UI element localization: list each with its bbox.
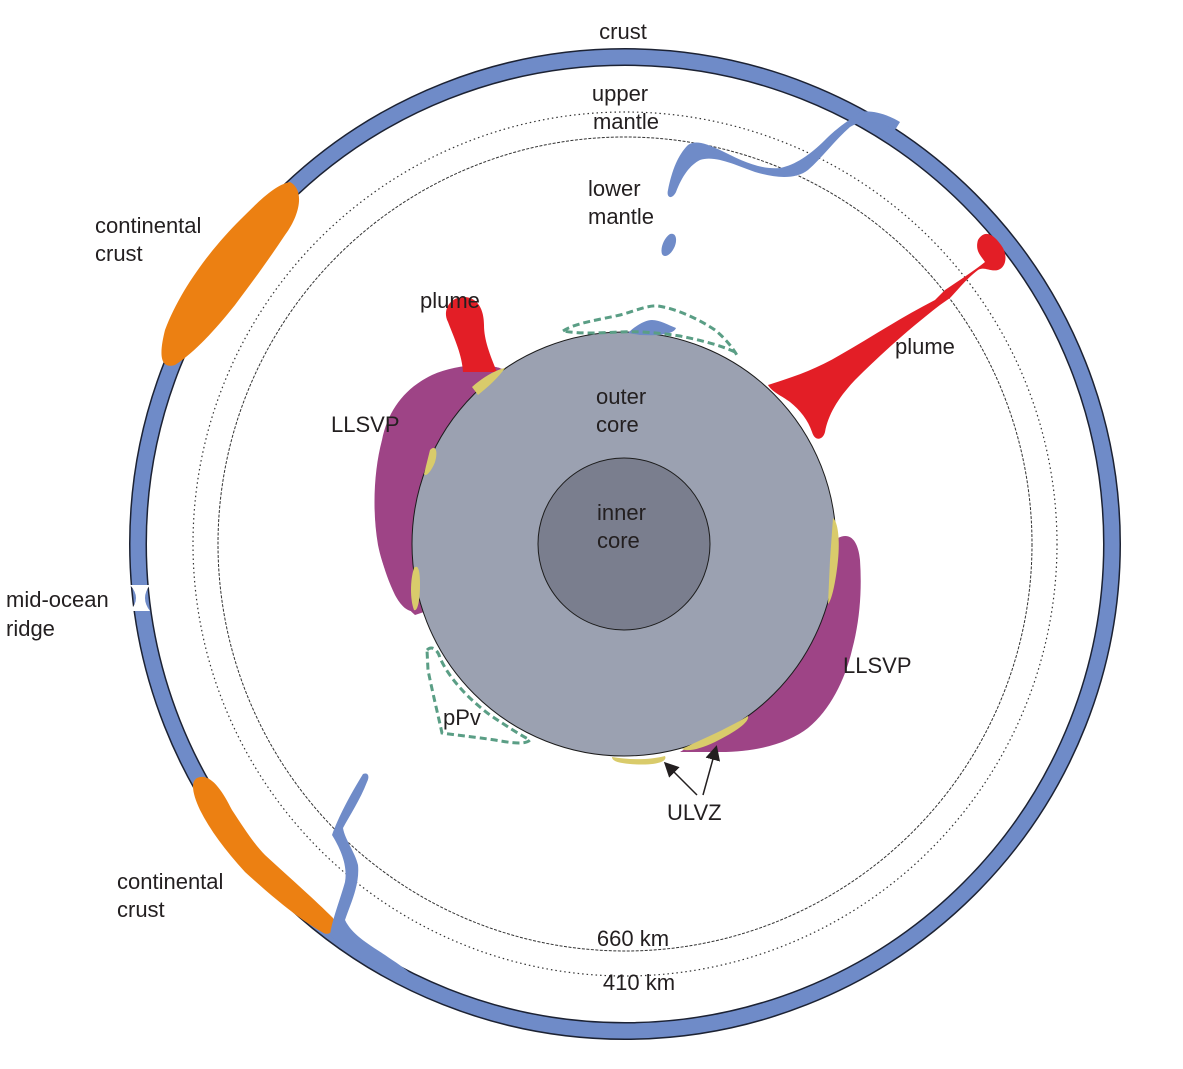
label-continental-crust-top-line1: continental	[95, 213, 201, 238]
label-outer-core-line2: core	[596, 412, 639, 437]
plume-left	[445, 296, 497, 372]
label-continental-crust-bottom-line1: continental	[117, 869, 223, 894]
continental-crust-bottom	[193, 776, 335, 934]
subducting-slab-top	[667, 111, 900, 198]
crust-ring-fill	[130, 49, 1120, 1039]
label-continental-crust-bottom-line2: crust	[117, 897, 165, 922]
label-410km: 410 km	[603, 970, 675, 995]
label-plume-right: plume	[895, 334, 955, 359]
discontinuity-410km	[192, 111, 1058, 977]
inner-core	[537, 457, 711, 631]
label-upper-mantle-line1: upper	[592, 81, 648, 106]
label-ulvz: ULVZ	[667, 800, 722, 825]
ulvz-patch	[682, 716, 749, 751]
subducting-slab-bottom	[330, 773, 412, 982]
label-llsvp-right: LLSVP	[843, 653, 912, 678]
continental-crust-top	[161, 182, 300, 366]
label-inner-core-line1: inner	[597, 500, 646, 525]
ppv-outline-top	[562, 304, 740, 358]
mid-ocean-ridge-notch	[130, 585, 150, 611]
ulvz-patch	[411, 566, 420, 611]
label-inner-core-line2: core	[597, 528, 640, 553]
discontinuity-660km	[217, 136, 1033, 952]
label-llsvp-left: LLSVP	[331, 412, 400, 437]
label-outer-core-line1: outer	[596, 384, 646, 409]
ulvz-patch	[472, 368, 505, 395]
ulvz-arrow-right	[702, 745, 721, 796]
ulvz-arrow-left	[663, 761, 698, 796]
ulvz-patch	[828, 518, 839, 604]
ppv-outline-bottom	[425, 646, 533, 745]
label-crust: crust	[599, 19, 647, 44]
slab-fragment	[661, 233, 677, 256]
label-continental-crust-top-line2: crust	[95, 241, 143, 266]
label-660km: 660 km	[597, 926, 669, 951]
label-plume-left: plume	[420, 288, 480, 313]
label-lower-mantle-line1: lower	[588, 176, 641, 201]
label-lower-mantle-line2: mantle	[588, 204, 654, 229]
llsvp-right	[680, 536, 861, 752]
label-upper-mantle-line2: mantle	[593, 109, 659, 134]
slab-remnant-cmb	[628, 320, 676, 336]
label-ppv: pPv	[443, 705, 481, 730]
label-mid-ocean-ridge-line2: ridge	[6, 616, 55, 641]
label-mid-ocean-ridge-line1: mid-ocean	[6, 587, 109, 612]
ulvz-patch	[612, 756, 666, 765]
plume-right	[768, 233, 1006, 439]
ulvz-patch	[424, 447, 437, 476]
